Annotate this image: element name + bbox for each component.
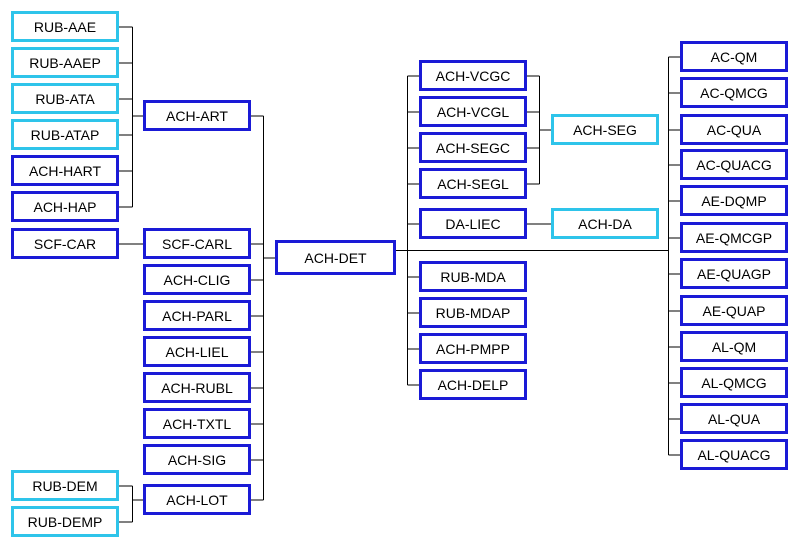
node-ach-vcgl: ACH-VCGL bbox=[419, 96, 527, 127]
node-al-quacg: AL-QUACG bbox=[680, 439, 788, 470]
node-ach-art: ACH-ART bbox=[143, 100, 251, 131]
node-rub-dem: RUB-DEM bbox=[11, 470, 119, 501]
node-ach-liel: ACH-LIEL bbox=[143, 336, 251, 367]
node-ach-segl: ACH-SEGL bbox=[419, 168, 527, 199]
node-ach-hap: ACH-HAP bbox=[11, 191, 119, 222]
node-ach-hart: ACH-HART bbox=[11, 155, 119, 186]
node-ac-qmcg: AC-QMCG bbox=[680, 77, 788, 108]
node-ach-segc: ACH-SEGC bbox=[419, 132, 527, 163]
node-ach-seg: ACH-SEG bbox=[551, 114, 659, 145]
node-al-qm: AL-QM bbox=[680, 331, 788, 362]
node-rub-aaep: RUB-AAEP bbox=[11, 47, 119, 78]
node-ae-qmcgp: AE-QMCGP bbox=[680, 222, 788, 253]
node-ach-pmpp: ACH-PMPP bbox=[419, 333, 527, 364]
node-rub-aae: RUB-AAE bbox=[11, 11, 119, 42]
node-rub-mdap: RUB-MDAP bbox=[419, 297, 527, 328]
node-ach-delp: ACH-DELP bbox=[419, 369, 527, 400]
node-ae-dqmp: AE-DQMP bbox=[680, 185, 788, 216]
node-ac-qm: AC-QM bbox=[680, 41, 788, 72]
node-rub-mda: RUB-MDA bbox=[419, 261, 527, 292]
node-rub-atap: RUB-ATAP bbox=[11, 119, 119, 150]
node-ach-da: ACH-DA bbox=[551, 208, 659, 239]
node-da-liec: DA-LIEC bbox=[419, 208, 527, 239]
node-rub-ata: RUB-ATA bbox=[11, 83, 119, 114]
node-ach-rubl: ACH-RUBL bbox=[143, 372, 251, 403]
node-ach-lot: ACH-LOT bbox=[143, 484, 251, 515]
node-ae-quap: AE-QUAP bbox=[680, 295, 788, 326]
node-al-qmcg: AL-QMCG bbox=[680, 367, 788, 398]
node-ach-det: ACH-DET bbox=[275, 240, 396, 275]
node-ac-qua: AC-QUA bbox=[680, 114, 788, 145]
node-al-qua: AL-QUA bbox=[680, 403, 788, 434]
node-ach-parl: ACH-PARL bbox=[143, 300, 251, 331]
node-ach-clig: ACH-CLIG bbox=[143, 264, 251, 295]
node-rub-demp: RUB-DEMP bbox=[11, 506, 119, 537]
node-ae-quagp: AE-QUAGP bbox=[680, 258, 788, 289]
node-ach-sig: ACH-SIG bbox=[143, 444, 251, 475]
node-ac-quacg: AC-QUACG bbox=[680, 149, 788, 180]
node-scf-car: SCF-CAR bbox=[11, 228, 119, 259]
node-ach-vcgc: ACH-VCGC bbox=[419, 60, 527, 91]
node-scf-carl: SCF-CARL bbox=[143, 228, 251, 259]
node-ach-txtl: ACH-TXTL bbox=[143, 408, 251, 439]
